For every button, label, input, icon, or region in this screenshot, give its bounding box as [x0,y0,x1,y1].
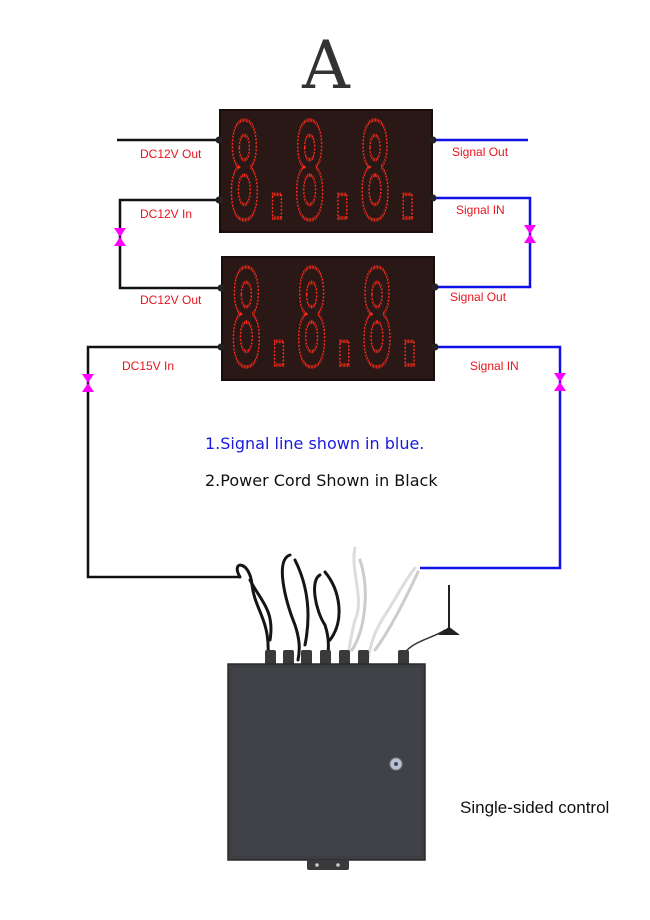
flow-arrows [82,225,566,392]
led-digits-1: 8.8.8. [228,96,424,250]
arrow-icon [524,225,536,243]
cable-glands [265,650,409,665]
label-signal-out-1: Signal Out [452,145,509,159]
controller-box [227,546,460,870]
controller-cables [235,546,446,662]
label-signal-in-1: Signal IN [456,203,505,217]
label-dc12v-in: DC12V In [140,207,192,221]
led-display-2: 8.8.8. [217,241,439,399]
label-signal-out-2: Signal Out [450,290,507,304]
label-dc12v-out-2: DC12V Out [140,293,202,307]
antenna-icon [438,585,460,635]
lock-icon [389,757,403,771]
label-dc12v-out-1: DC12V Out [140,147,202,161]
power-wire-main [86,345,240,579]
label-signal-in-2: Signal IN [470,359,519,373]
arrow-icon [82,374,94,392]
arrow-icon [114,228,126,246]
label-dc15v-in: DC15V In [122,359,174,373]
mounting-tab [307,860,349,870]
controller-caption: Single-sided control [460,798,609,817]
led-display-1: 8.8.8. [215,94,437,252]
signal-wire-main [420,345,562,570]
note-signal-line: 1.Signal line shown in blue. [205,434,424,453]
diagram-title: A [301,27,351,104]
arrow-icon [554,373,566,391]
note-power-cord: 2.Power Cord Shown in Black [205,471,438,490]
led-digits-2: 8.8.8. [230,243,426,397]
